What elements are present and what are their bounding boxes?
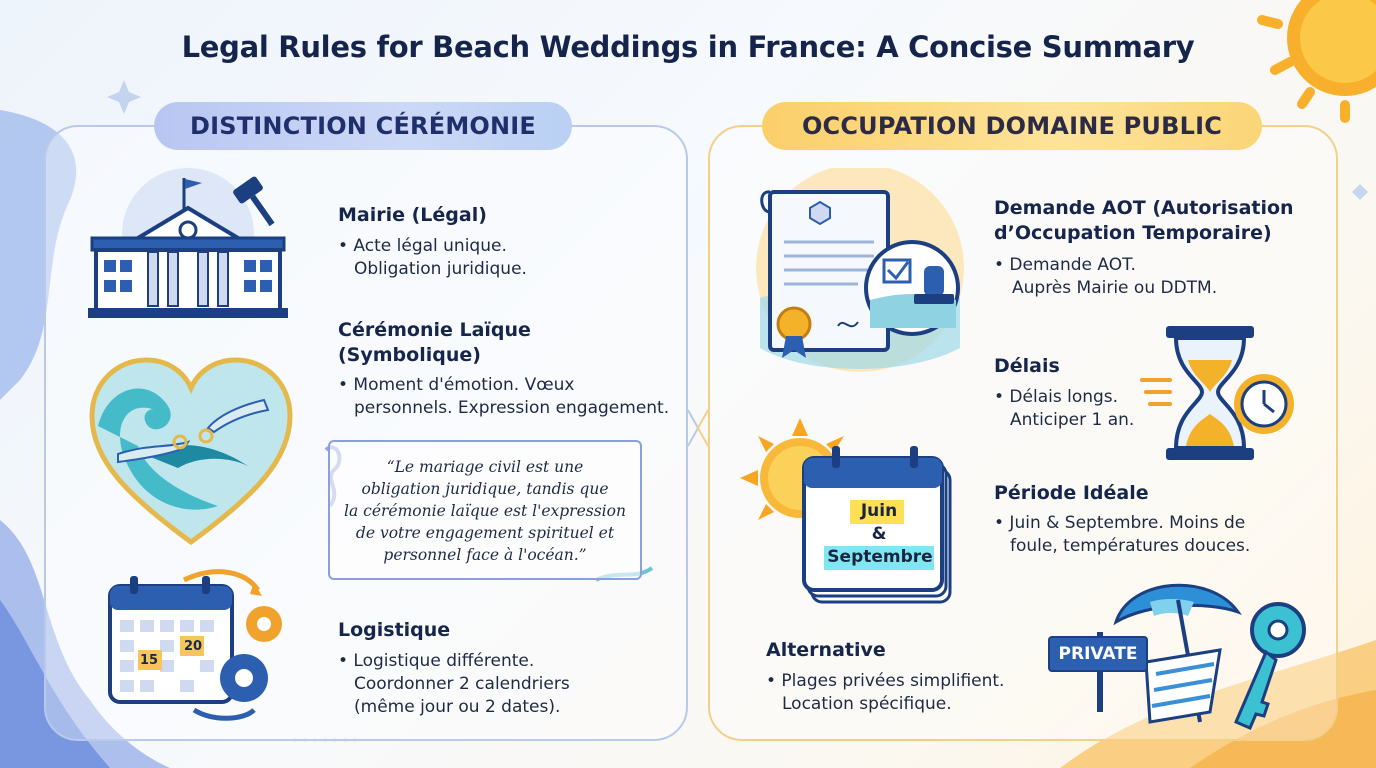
laique-line-2: personnels. Expression engagement. bbox=[354, 398, 670, 418]
hourglass-clock-icon bbox=[1140, 326, 1294, 460]
mairie-line-2: Obligation juridique. bbox=[354, 259, 527, 279]
logistique-line-2: Coordonner 2 calendriers bbox=[354, 674, 570, 694]
calendar-date-20: 20 bbox=[184, 639, 203, 654]
delais-line-1: • Délais longs. bbox=[994, 387, 1119, 407]
logistique-line-3: (même jour ou 2 dates). bbox=[354, 697, 561, 717]
alternative-line-1: • Plages privées simplifient. bbox=[766, 671, 1005, 691]
logistique-line-1: • Logistique différente. bbox=[338, 651, 535, 671]
calendar-month-2: Septembre bbox=[827, 547, 933, 567]
quote-line-4: de votre engagement spirituel et bbox=[355, 524, 615, 542]
calendar-ampersand: & bbox=[871, 524, 887, 544]
periode-line-1: • Juin & Septembre. Moins de bbox=[994, 513, 1246, 533]
heart-wave-hands-icon bbox=[89, 357, 293, 546]
laique-line-1: • Moment d'émotion. Vœux bbox=[338, 375, 575, 395]
aot-line-1: • Demande AOT. bbox=[994, 255, 1136, 275]
ceremony-header: DISTINCTION CÉRÉMONIE bbox=[154, 102, 572, 150]
quote-line-5: personnel face à l'océan.” bbox=[383, 546, 587, 564]
quote-line-2: obligation juridique, tandis que bbox=[361, 480, 609, 498]
aot-heading-2: d’Occupation Temporaire) bbox=[994, 222, 1272, 244]
periode-heading: Période Idéale bbox=[994, 482, 1149, 504]
permit-document-stamp-icon bbox=[756, 168, 964, 372]
delais-heading: Délais bbox=[994, 355, 1060, 377]
quote-line-1: “Le mariage civil est une bbox=[386, 458, 584, 476]
quote-box: “Le mariage civil est une obligation jur… bbox=[328, 440, 642, 580]
private-sign: PRIVATE bbox=[1048, 636, 1148, 672]
alternative-heading: Alternative bbox=[766, 639, 886, 661]
mairie-heading: Mairie (Légal) bbox=[338, 204, 487, 226]
sun-calendar-icon bbox=[740, 418, 952, 604]
aot-heading-1: Demande AOT (Autorisation bbox=[994, 197, 1294, 219]
mairie-line-1: • Acte légal unique. bbox=[338, 236, 507, 256]
aot-line-2: Auprès Mairie ou DDTM. bbox=[1012, 278, 1218, 298]
delais-line-2: Anticiper 1 an. bbox=[1010, 410, 1135, 430]
town-hall-icon bbox=[88, 168, 288, 318]
calendar-gears-icon bbox=[108, 569, 282, 721]
laique-heading-1: Cérémonie Laïque bbox=[338, 319, 531, 341]
quote-line-3: la cérémonie laïque est l'expression bbox=[344, 502, 626, 520]
alternative-line-2: Location spécifique. bbox=[782, 694, 952, 714]
logistique-heading: Logistique bbox=[338, 619, 451, 641]
periode-line-2: foule, températures douces. bbox=[1010, 536, 1251, 556]
calendar-month-1: Juin bbox=[860, 501, 898, 521]
calendar-date-15: 15 bbox=[140, 653, 159, 668]
private-beach-key-icon bbox=[1097, 583, 1306, 730]
laique-heading-2: (Symbolique) bbox=[338, 344, 481, 366]
public-domain-header: OCCUPATION DOMAINE PUBLIC bbox=[762, 102, 1262, 150]
page-title: Legal Rules for Beach Weddings in France… bbox=[181, 30, 1195, 64]
